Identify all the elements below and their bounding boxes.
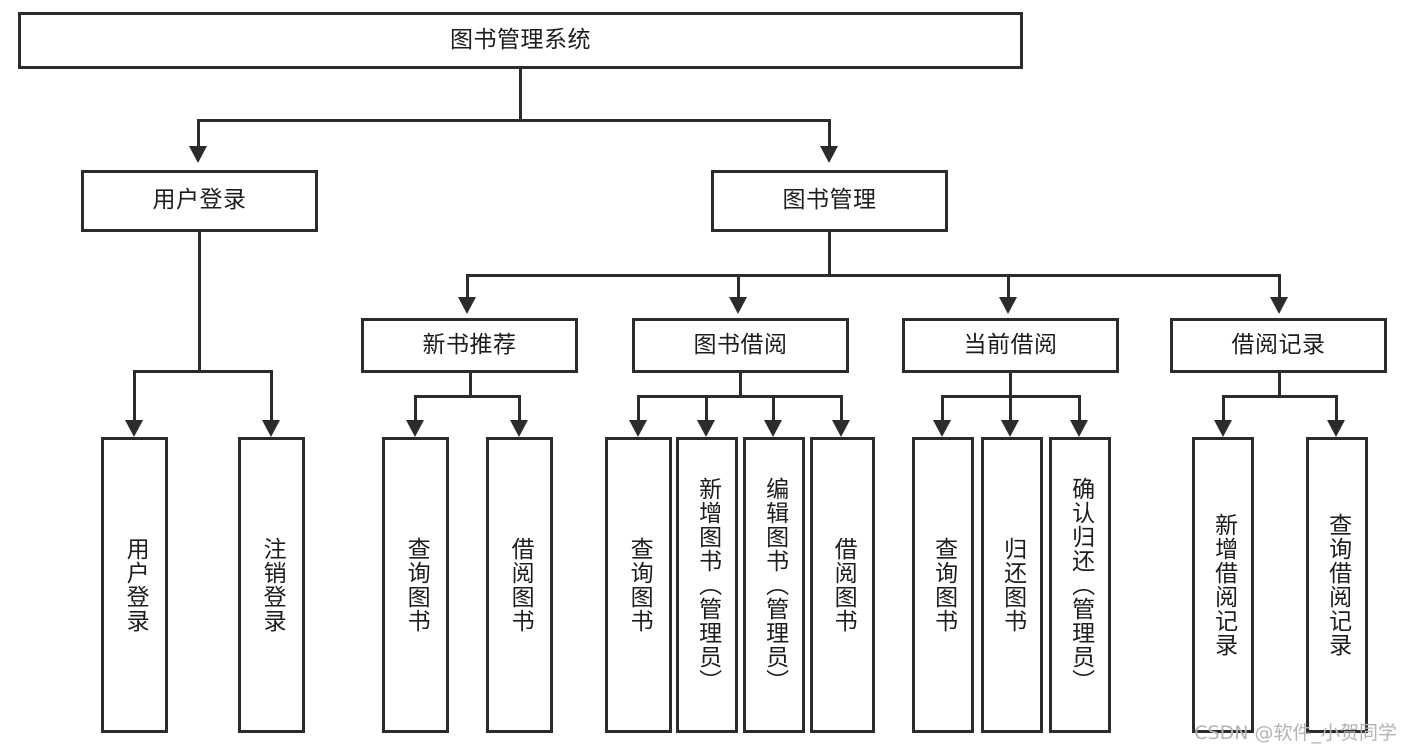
connector-bb-to-add (705, 395, 708, 420)
connector-current-borrow-stem (1009, 373, 1012, 395)
connector-cb-to-query (941, 395, 944, 420)
node-label: 确认归还（管理员） (1067, 477, 1094, 693)
connector-nbr-to-borrow (518, 395, 521, 420)
connector-borrow-record-stem (1278, 373, 1281, 395)
arrowhead-bb-to-edit (764, 420, 782, 437)
connector-book-borrow-stem (739, 373, 742, 395)
arrowhead-to-new-book-recommend (458, 297, 476, 314)
connector-book-management-stem (828, 232, 831, 274)
arrowhead-root-to-book-manage (820, 146, 838, 163)
node-user-login[interactable]: 用户登录 (81, 170, 318, 232)
node-label: 借阅记录 (1231, 331, 1326, 358)
leaf-user-login-logout[interactable]: 注销登录 (238, 437, 305, 733)
connector-user-login-stem (198, 232, 201, 370)
connector-br-to-query (1335, 395, 1338, 420)
connector-nbr-to-query (414, 395, 417, 420)
connector-book-borrow-bus (637, 395, 843, 398)
connector-bb-to-query (637, 395, 640, 420)
leaf-nbr-query-book[interactable]: 查询图书 (382, 437, 449, 733)
arrowhead-cb-to-return (1001, 420, 1019, 437)
arrowhead-bb-to-add (697, 420, 715, 437)
connector-root-bus (197, 119, 831, 122)
node-label: 借阅图书 (830, 537, 857, 633)
arrowhead-user-login-to-login (125, 420, 143, 437)
node-label: 新增借阅记录 (1210, 513, 1237, 657)
node-label: 归还图书 (999, 537, 1026, 633)
node-label: 当前借阅 (963, 331, 1058, 358)
arrowhead-bb-to-borrow (832, 420, 850, 437)
connector-root-to-book-manage (828, 119, 831, 146)
arrowhead-cb-to-confirm (1070, 420, 1088, 437)
arrowhead-to-borrow-record (1270, 297, 1288, 314)
arrowhead-nbr-to-query (406, 420, 424, 437)
leaf-user-login-login[interactable]: 用户登录 (101, 437, 168, 733)
leaf-cb-query-book[interactable]: 查询图书 (912, 437, 974, 733)
arrowhead-br-to-add (1214, 420, 1232, 437)
connector-borrow-record-bus (1222, 395, 1338, 398)
connector-bb-to-edit (772, 395, 775, 420)
node-label: 查询图书 (626, 537, 653, 633)
connector-new-book-recommend-bus (414, 395, 521, 398)
connector-level2-bus (466, 274, 1281, 277)
node-label: 图书管理系统 (450, 26, 591, 53)
leaf-bb-add-book-admin[interactable]: 新增图书（管理员） (676, 437, 738, 733)
node-label: 图书管理 (782, 187, 877, 214)
leaf-cb-return-book[interactable]: 归还图书 (981, 437, 1043, 733)
node-label: 图书借阅 (693, 331, 788, 358)
connector-to-borrow-record (1278, 274, 1281, 297)
node-label: 借阅图书 (507, 537, 534, 633)
arrowhead-user-login-to-logout (262, 420, 280, 437)
node-borrow-record[interactable]: 借阅记录 (1170, 318, 1387, 373)
leaf-br-add-record[interactable]: 新增借阅记录 (1192, 437, 1254, 733)
node-label: 用户登录 (152, 187, 247, 214)
connector-br-to-add (1222, 395, 1225, 420)
connector-new-book-recommend-stem (469, 373, 472, 395)
connector-user-login-bus (133, 370, 273, 373)
node-book-borrow[interactable]: 图书借阅 (632, 318, 849, 373)
connector-user-login-to-logout (270, 370, 273, 420)
leaf-br-query-record[interactable]: 查询借阅记录 (1306, 437, 1368, 733)
connector-user-login-to-login (133, 370, 136, 420)
connector-cb-to-confirm (1078, 395, 1081, 420)
arrowhead-bb-to-query (629, 420, 647, 437)
leaf-cb-confirm-return-admin[interactable]: 确认归还（管理员） (1049, 437, 1111, 733)
connector-root-stem (519, 69, 522, 119)
connector-to-book-borrow (737, 274, 740, 297)
node-label: 注销登录 (259, 537, 286, 633)
arrowhead-cb-to-query (933, 420, 951, 437)
node-label: 新书推荐 (422, 331, 517, 358)
node-new-book-recommend[interactable]: 新书推荐 (361, 318, 578, 373)
connector-cb-to-return (1009, 395, 1012, 420)
arrowhead-to-book-borrow (729, 297, 747, 314)
leaf-nbr-borrow-book[interactable]: 借阅图书 (486, 437, 553, 733)
arrowhead-nbr-to-borrow (510, 420, 528, 437)
connector-to-new-book-recommend (466, 274, 469, 297)
node-label: 查询图书 (930, 537, 957, 633)
leaf-bb-borrow-book[interactable]: 借阅图书 (810, 437, 875, 733)
arrowhead-br-to-query (1327, 420, 1345, 437)
arrowhead-root-to-user-login (189, 146, 207, 163)
arrowhead-to-current-borrow (999, 297, 1017, 314)
node-label: 查询借阅记录 (1324, 513, 1351, 657)
node-root-system[interactable]: 图书管理系统 (18, 12, 1023, 69)
connector-to-current-borrow (1007, 274, 1010, 297)
node-label: 查询图书 (403, 537, 430, 633)
node-label: 用户登录 (122, 537, 149, 633)
leaf-bb-query-book[interactable]: 查询图书 (605, 437, 672, 733)
node-label: 新增图书（管理员） (694, 477, 721, 693)
connector-bb-to-borrow (840, 395, 843, 420)
node-label: 编辑图书（管理员） (761, 477, 788, 693)
csdn-watermark: CSDN @软件_小贺同学 (1194, 722, 1397, 744)
connector-root-to-user-login (197, 119, 200, 146)
node-current-borrow[interactable]: 当前借阅 (902, 318, 1119, 373)
node-book-management[interactable]: 图书管理 (711, 170, 948, 232)
leaf-bb-edit-book-admin[interactable]: 编辑图书（管理员） (743, 437, 805, 733)
